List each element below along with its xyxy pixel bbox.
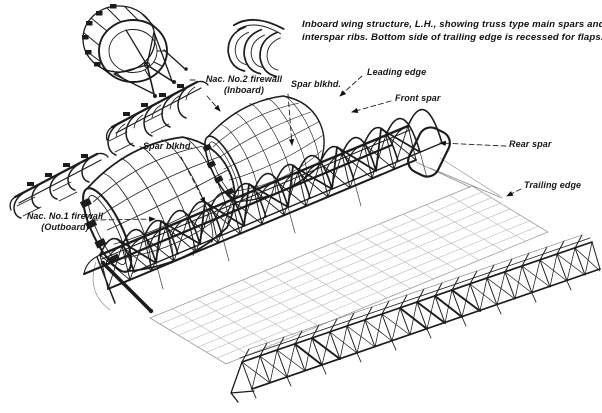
- flap-recess-grid-drawing: [92, 157, 549, 365]
- rib-rungs: [108, 112, 170, 153]
- figure-caption: Inboard wing structure, L.H., showing tr…: [302, 18, 602, 44]
- leader-nac2-firewall: [206, 95, 221, 112]
- leader-spar-blkhd-top: [287, 93, 295, 146]
- caption-line-1: Inboard wing structure, L.H., showing tr…: [302, 19, 602, 30]
- leader-leading-edge: [339, 75, 363, 97]
- front-spar-posts: [99, 125, 417, 290]
- label-front-spar: Front spar: [395, 93, 441, 103]
- ring-mount-legs: [146, 64, 173, 95]
- ring-struts: [113, 29, 185, 95]
- ring-fittings: [82, 4, 117, 67]
- te-lower-legs: [251, 280, 572, 399]
- rib-rail-top: [13, 152, 99, 199]
- label-nac1-firewall-line2: (Outboard): [41, 222, 89, 232]
- leader-spar-blkhd-left: [180, 156, 206, 204]
- claw-hooks-outer: [227, 26, 279, 78]
- leading-edge-rib-section-lower-drawing: [9, 152, 109, 219]
- leader-lines: [92, 75, 522, 222]
- engine-mount-ring-drawing: [82, 4, 188, 98]
- label-nac2-firewall: Nac. No.2 firewall (Inboard): [196, 74, 292, 96]
- grid-chord-lines: [172, 194, 526, 356]
- ring-pad-1: [172, 80, 176, 84]
- claw-bars: [232, 19, 285, 30]
- tip-fitting-2: [148, 308, 154, 314]
- label-trailing-edge: Trailing edge: [524, 180, 582, 190]
- ring-hub: [143, 61, 151, 69]
- leader-trailing-edge: [506, 188, 522, 197]
- leader-rear-spar: [439, 140, 507, 147]
- rib-tails: [105, 80, 209, 141]
- leading-edge-rib-section-upper-drawing: [105, 80, 209, 156]
- leader-nac1-firewall: [92, 216, 156, 222]
- label-rear-spar: Rear spar: [509, 139, 552, 149]
- claw-hooks-inner: [234, 31, 281, 71]
- rib-rail-bottom: [115, 87, 202, 134]
- outboard-tip-strut: [101, 261, 153, 313]
- label-spar-blkhd-left: Spar blkhd.: [143, 141, 194, 151]
- rib-rail-fittings: [27, 154, 88, 186]
- trailing-edge-truss-drawing: [230, 234, 601, 403]
- rib-rail-fittings: [123, 84, 184, 116]
- te-dark-bracing: [294, 289, 481, 366]
- label-nac2-firewall-line1: Nac. No.2 firewall: [205, 74, 283, 84]
- label-spar-blkhd-top: Spar blkhd.: [291, 79, 342, 89]
- rib-tails: [9, 152, 109, 211]
- outboard-tip-strut-2: [96, 256, 116, 304]
- te-outboard-tip: [230, 361, 255, 403]
- engine-mount-claw-drawing: [227, 19, 285, 78]
- te-upper-rail: [248, 234, 583, 350]
- leading-edge-nose-ribs: [83, 125, 409, 275]
- te-posts: [241, 241, 601, 390]
- label-nac1-firewall: Nac. No.1 firewall (Outboard): [14, 211, 116, 233]
- grid-outline: [149, 185, 549, 365]
- front-spar-diagonals-b: [107, 125, 409, 290]
- leader-front-spar: [351, 100, 392, 114]
- ring-rim-ties: [83, 6, 168, 82]
- rib-curves-inner: [115, 86, 196, 138]
- label-nac2-firewall-line2: (Inboard): [224, 85, 264, 95]
- te-upper-stubs: [241, 234, 583, 363]
- inboard-end-rib: [407, 126, 451, 178]
- grid-connector-lines: [92, 157, 503, 311]
- rib-rungs: [16, 181, 78, 217]
- claw-bar-inner: [237, 24, 282, 35]
- tip-fitting-1: [100, 260, 106, 266]
- rib-curves: [107, 84, 192, 156]
- label-nac1-firewall-line1: Nac. No.1 firewall: [26, 211, 104, 221]
- rib-curves: [13, 155, 94, 219]
- ring-pad-3: [184, 67, 188, 71]
- ring-pad-2: [153, 94, 157, 98]
- caption-line-2: interspar ribs. Bottom side of trailing …: [302, 32, 602, 43]
- label-leading-edge: Leading edge: [367, 67, 427, 77]
- main-wing-truss-drawing: [82, 108, 451, 314]
- rear-spar-posts: [155, 151, 428, 290]
